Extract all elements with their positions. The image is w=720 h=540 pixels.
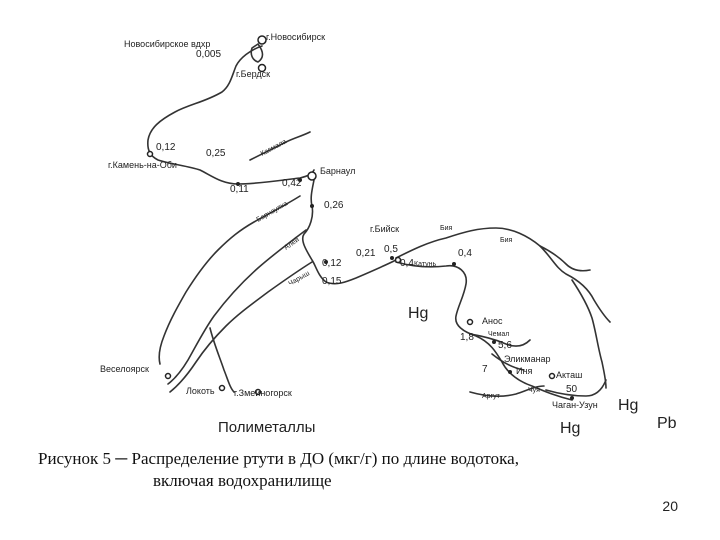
caption-line-1: Рисунок 5 ─ Распределение ртути в ДО (мк… [38, 449, 519, 468]
sample-point [508, 370, 512, 374]
label-biysk: г.Бийск [370, 224, 399, 234]
katun-river [395, 261, 573, 401]
label-barnaulka: Барнаулка [256, 200, 290, 223]
label-lokot: Локоть [186, 386, 215, 396]
value-4: 0,11 [230, 184, 249, 195]
novosibirsk-marker [257, 35, 267, 45]
label-berdsk: г.Бердск [236, 69, 270, 79]
value-3: 0,25 [206, 148, 226, 159]
berdsk-marker [257, 63, 267, 73]
aley-river [167, 229, 307, 385]
label-charysh: Чарыш [288, 270, 312, 288]
value-9: 0,4 [400, 258, 414, 269]
value-7: 0,21 [356, 248, 376, 259]
figure-caption: Рисунок 5 ─ Распределение ртути в ДО (мк… [38, 448, 678, 492]
ina-stream [491, 353, 525, 371]
value-14: 7 [482, 364, 488, 375]
kasmala-river [249, 131, 311, 161]
label-katun: Катунь [414, 261, 436, 268]
value-15: 0,4 [458, 248, 472, 259]
label-barnaul: Барнаул [320, 166, 355, 176]
caption-line-2: включая водохранилище [153, 471, 332, 490]
barnaulka-river [158, 195, 301, 365]
page-number: 20 [662, 498, 678, 514]
aros-marker [466, 318, 474, 326]
label-kasmala: Касмала [260, 138, 288, 157]
lokot-marker [218, 384, 226, 392]
label-aktash: Акташ [556, 370, 582, 380]
value-11: 0,15 [322, 276, 342, 287]
sample-point [236, 182, 240, 186]
value-8: 0,5 [384, 244, 398, 255]
aktash-marker [548, 372, 556, 380]
chuya-river [545, 379, 607, 397]
zmeinogorsk-marker [254, 388, 262, 396]
label-biya: Бия [440, 225, 453, 232]
barnaul-marker [307, 171, 317, 181]
hg-label-bottom: Hg [560, 420, 580, 437]
label-chagan-uzun: Чаган-Узун [552, 400, 598, 410]
label-biya-2: Бия [500, 237, 513, 244]
pb-label: Pb [657, 415, 677, 432]
label-zmeinogorsk: г.Змеиногорск [234, 388, 292, 398]
label-reservoir: Новосибирское вдхр [124, 39, 210, 49]
sample-point [452, 262, 456, 266]
value-13: 5,6 [498, 340, 512, 351]
sample-point [310, 204, 314, 208]
label-kamen: г.Камень-на-Оби [108, 160, 177, 170]
veselovsk-marker [164, 372, 172, 380]
value-10: 0,12 [322, 258, 342, 269]
value-6: 0,26 [324, 200, 344, 211]
kamen-marker [146, 150, 154, 158]
biysk-marker [394, 256, 402, 264]
sample-point [570, 396, 574, 400]
label-chuya: Чуя [528, 387, 540, 394]
label-aros: Анос [482, 316, 503, 326]
polymetals-label: Полиметаллы [218, 419, 315, 436]
hg-label-right: Hg [618, 397, 638, 414]
value-12: 1,8 [460, 332, 474, 343]
label-argut: Аргут [482, 393, 501, 400]
sample-point [390, 256, 394, 260]
label-chemal: Чемал [488, 331, 509, 338]
label-novosibirsk: г.Новосибирск [266, 32, 325, 42]
argut-river [469, 385, 545, 397]
aley-tributary [209, 327, 235, 393]
chemal-stream [469, 333, 531, 347]
sample-point [324, 260, 328, 264]
label-aley: Алей [283, 236, 301, 252]
sample-point [298, 178, 302, 182]
charysh-river [169, 261, 313, 393]
sample-point [492, 340, 496, 344]
bashkaus-river [571, 279, 607, 389]
label-ina: Иня [516, 366, 532, 376]
biya-upper [539, 245, 591, 272]
hg-label-center: Hg [408, 305, 428, 322]
value-2: 0,12 [156, 142, 176, 153]
reservoir-outline [250, 43, 264, 63]
value-16: 50 [566, 384, 578, 395]
label-veselovsk: Веселоярск [100, 364, 149, 374]
value-1: 0,005 [196, 49, 221, 60]
label-elekmonar: Эликманар [504, 354, 551, 364]
value-5: 0,42 [282, 178, 302, 189]
